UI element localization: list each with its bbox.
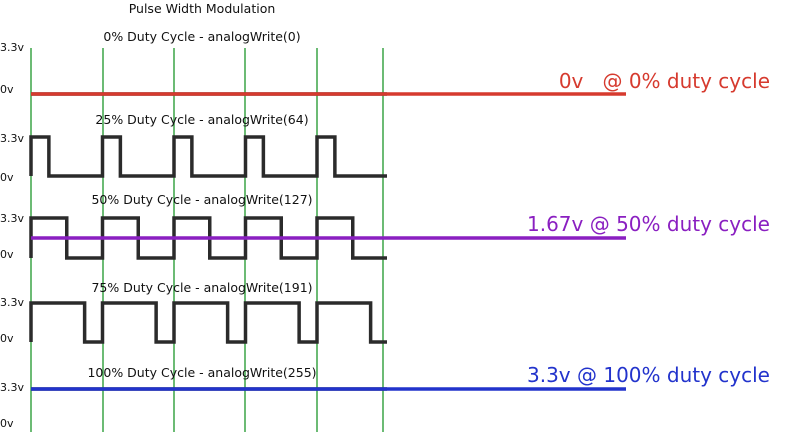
panel-title: 50% Duty Cycle - analogWrite(127) xyxy=(91,192,312,207)
waveform xyxy=(29,216,387,260)
low-level-label: 0v xyxy=(0,417,14,430)
average-label: 3.3v @ 100% duty cycle xyxy=(527,363,770,387)
panel-title: 0% Duty Cycle - analogWrite(0) xyxy=(103,29,300,44)
average-voltage-lines: 0v @ 0% duty cycle 1.67v @ 50% duty cycle… xyxy=(31,69,770,391)
low-level-label: 0v xyxy=(0,332,14,345)
average-0: 0v @ 0% duty cycle xyxy=(31,69,770,96)
average-2: 3.3v @ 100% duty cycle xyxy=(31,363,770,391)
high-level-label: 3.3v xyxy=(0,212,24,225)
average-label: 0v @ 0% duty cycle xyxy=(559,69,770,93)
low-level-label: 0v xyxy=(0,83,14,96)
panel-2: 50% Duty Cycle - analogWrite(127) 3.3v 0v xyxy=(0,192,387,261)
panel-0: 0% Duty Cycle - analogWrite(0) 3.3v 0v xyxy=(0,29,387,96)
high-level-label: 3.3v xyxy=(0,296,24,309)
panel-title: 75% Duty Cycle - analogWrite(191) xyxy=(91,280,312,295)
panel-title: 25% Duty Cycle - analogWrite(64) xyxy=(95,112,308,127)
diagram-title: Pulse Width Modulation xyxy=(129,1,276,16)
average-1: 1.67v @ 50% duty cycle xyxy=(31,212,770,240)
low-level-label: 0v xyxy=(0,248,14,261)
low-level-label: 0v xyxy=(0,171,14,184)
waveform xyxy=(29,135,387,178)
high-level-label: 3.3v xyxy=(0,132,24,145)
panel-1: 25% Duty Cycle - analogWrite(64) 3.3v 0v xyxy=(0,112,387,184)
waveform-panels: 0% Duty Cycle - analogWrite(0)3.3v0v25% … xyxy=(0,29,387,430)
panel-title: 100% Duty Cycle - analogWrite(255) xyxy=(87,365,316,380)
panel-4: 100% Duty Cycle - analogWrite(255) 3.3v 0v xyxy=(0,365,387,430)
panel-3: 75% Duty Cycle - analogWrite(191) 3.3v 0v xyxy=(0,280,387,345)
high-level-label: 3.3v xyxy=(0,41,24,54)
average-label: 1.67v @ 50% duty cycle xyxy=(527,212,770,236)
waveform xyxy=(29,301,387,344)
high-level-label: 3.3v xyxy=(0,381,24,394)
